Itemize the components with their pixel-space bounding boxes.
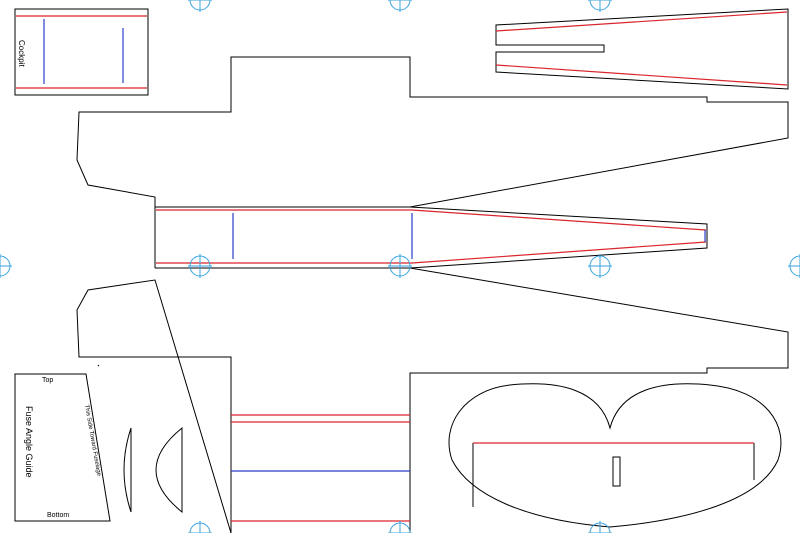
cockpit-outline xyxy=(14,8,149,96)
registration-crosshair-icon xyxy=(388,521,412,533)
tail-boom-cut-line-bottom xyxy=(495,64,788,86)
fuselage-center-outline xyxy=(154,206,708,269)
cockpit-panel: Cockpit xyxy=(14,8,149,96)
registration-crosshair-icon xyxy=(588,254,612,278)
registration-crosshair-icon xyxy=(788,254,800,278)
tail-boom-piece xyxy=(495,8,789,90)
canopy-slot xyxy=(612,456,621,487)
registration-crosshair-icon xyxy=(388,254,412,278)
guide-tick-mark xyxy=(97,364,100,367)
fuselage-lower-outline xyxy=(76,267,789,533)
fuselage-upper-outline xyxy=(76,56,789,208)
guide-label-top: Top xyxy=(42,377,53,384)
registration-crosshair-icon xyxy=(188,521,212,533)
registration-crosshair-icon xyxy=(188,0,212,12)
registration-crosshair-icon xyxy=(0,254,12,278)
tail-boom-cut-line-top xyxy=(495,11,788,32)
tail-boom-outline xyxy=(495,8,789,90)
boom-cut-line-bottom xyxy=(411,241,707,264)
canopy-inner-edges xyxy=(472,443,755,507)
registration-crosshair-icon xyxy=(188,254,212,278)
canopy-piece xyxy=(448,383,782,528)
large-former-piece xyxy=(155,426,183,514)
fuselage-piece xyxy=(76,56,789,533)
cockpit-label: Cockpit xyxy=(17,40,26,67)
fuse-angle-guide-outline xyxy=(14,373,111,522)
guide-title: Fuse Angle Guide xyxy=(24,406,34,478)
boom-cut-line-top xyxy=(411,209,707,231)
guide-label-bottom: Bottom xyxy=(47,512,69,519)
canopy-outline xyxy=(448,383,782,528)
registration-crosshair-icon xyxy=(588,521,612,533)
fuse-angle-guide: Top Bottom Fuse Angle Guide This Side To… xyxy=(14,364,111,522)
registration-crosshair-icon xyxy=(388,0,412,12)
registration-crosshair-icon xyxy=(588,0,612,12)
small-former-piece xyxy=(123,427,132,513)
